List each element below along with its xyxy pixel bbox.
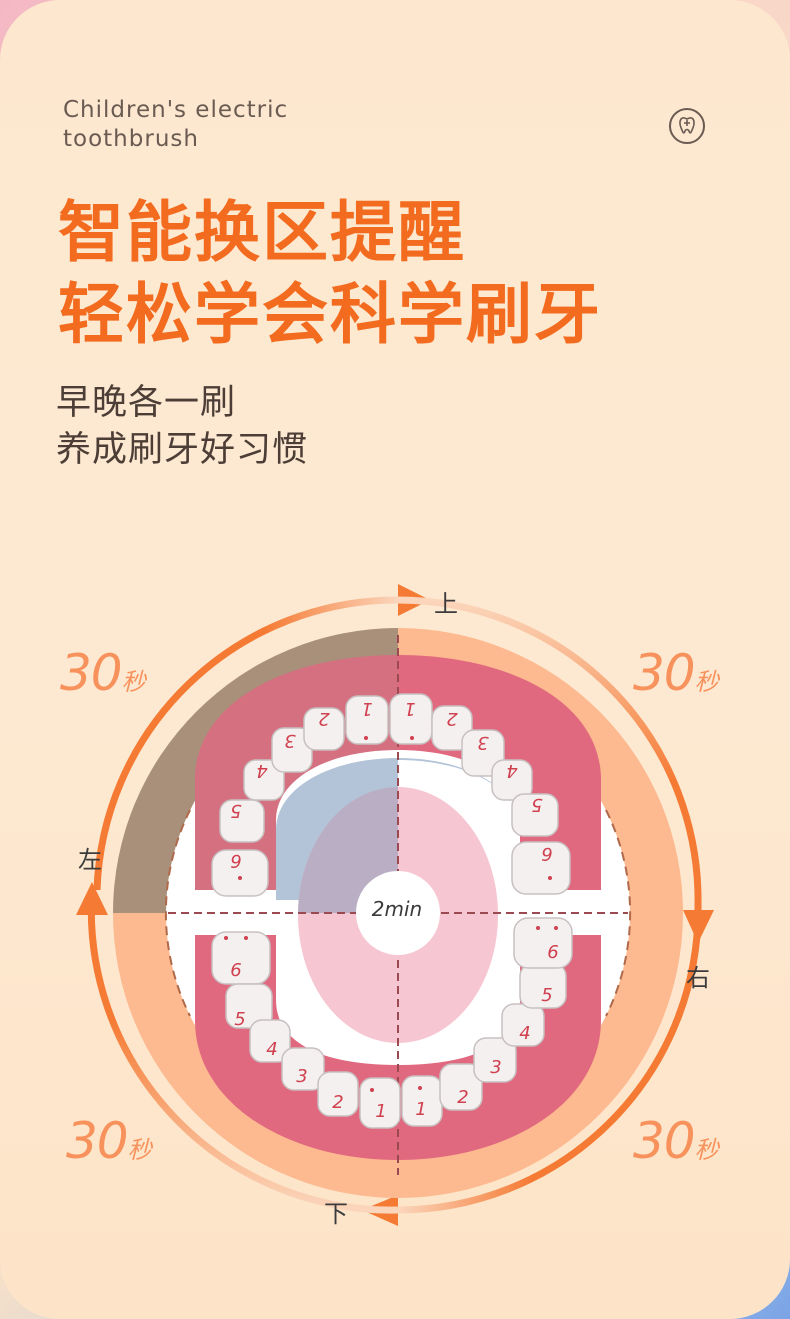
lower-tooth-label: 3 <box>490 1057 501 1078</box>
upper-tooth-label: 6 <box>230 850 241 871</box>
direction-label-left: 左 <box>78 846 102 874</box>
upper-tooth-label: 6 <box>541 843 552 864</box>
upper-gum <box>195 655 601 890</box>
direction-label-bottom: 下 <box>324 1200 348 1228</box>
lower-tooth-label: 6 <box>547 942 558 963</box>
teeth-quadrant-illustration: 6 5 4 3 2 1 1 2 3 4 5 6 6 5 4 3 2 1 <box>76 584 714 1226</box>
subheading: 早晚各一刷 养成刷牙好习惯 <box>56 380 308 474</box>
lower-teeth <box>211 917 573 1129</box>
upper-tooth-label: 2 <box>446 708 457 729</box>
upper-tooth-label: 5 <box>230 800 241 821</box>
lower-tooth-label: 1 <box>375 1101 386 1122</box>
lower-tooth-label: 4 <box>519 1023 530 1044</box>
arrow-arc-top-left <box>93 596 399 891</box>
upper-tooth-label: 4 <box>506 760 517 781</box>
arrow-arc-bottom-left <box>87 889 399 1214</box>
seconds-top-right: 30秒 <box>633 644 719 702</box>
upper-tooth-label: 3 <box>284 730 295 751</box>
upper-tooth-label: 1 <box>404 698 415 719</box>
seconds-top-left: 30秒 <box>60 644 146 702</box>
headline: 智能换区提醒 轻松学会科学刷牙 <box>58 192 602 356</box>
lower-tooth-label: 3 <box>296 1066 307 1087</box>
subheading-line1: 早晚各一刷 <box>56 383 237 423</box>
tooth-shield-icon <box>669 108 705 144</box>
english-subtitle-line2: toothbrush <box>63 126 199 152</box>
seconds-bottom-left: 30秒 <box>66 1112 152 1170</box>
headline-line2: 轻松学会科学刷牙 <box>58 276 602 353</box>
lower-tooth-label: 2 <box>332 1092 343 1113</box>
arrow-arc-bottom-right <box>397 904 702 1214</box>
lower-tooth-label: 4 <box>266 1039 277 1060</box>
upper-tooth-label: 5 <box>531 794 542 815</box>
headline-line1: 智能换区提醒 <box>58 194 466 271</box>
english-subtitle: Children's electric toothbrush <box>63 96 288 154</box>
center-circle <box>356 871 440 955</box>
brushing-zone-diagram: 6 5 4 3 2 1 1 2 3 4 5 6 6 5 4 3 2 1 <box>0 560 790 1260</box>
lower-gum <box>195 935 601 1160</box>
upper-tooth-label: 3 <box>477 732 488 753</box>
lower-tooth-label: 5 <box>234 1009 245 1030</box>
lower-tooth-label: 6 <box>230 960 241 981</box>
lower-tooth-label: 1 <box>415 1099 426 1120</box>
arrow-head-left <box>76 882 108 915</box>
direction-label-top: 上 <box>434 590 458 618</box>
lower-tooth-label: 2 <box>457 1087 468 1108</box>
arrow-arc-top-right <box>397 596 702 906</box>
upper-tooth-label: 2 <box>318 708 329 729</box>
direction-label-right: 右 <box>686 964 710 992</box>
upper-tooth-label: 1 <box>361 698 372 719</box>
seconds-bottom-right: 30秒 <box>633 1112 719 1170</box>
lower-tooth-label: 5 <box>541 985 552 1006</box>
center-time-label: 2min <box>371 897 423 921</box>
upper-teeth <box>211 693 571 897</box>
subheading-line2: 养成刷牙好习惯 <box>56 430 309 470</box>
upper-tooth-label: 4 <box>256 760 267 781</box>
english-subtitle-line1: Children's electric <box>63 97 289 123</box>
